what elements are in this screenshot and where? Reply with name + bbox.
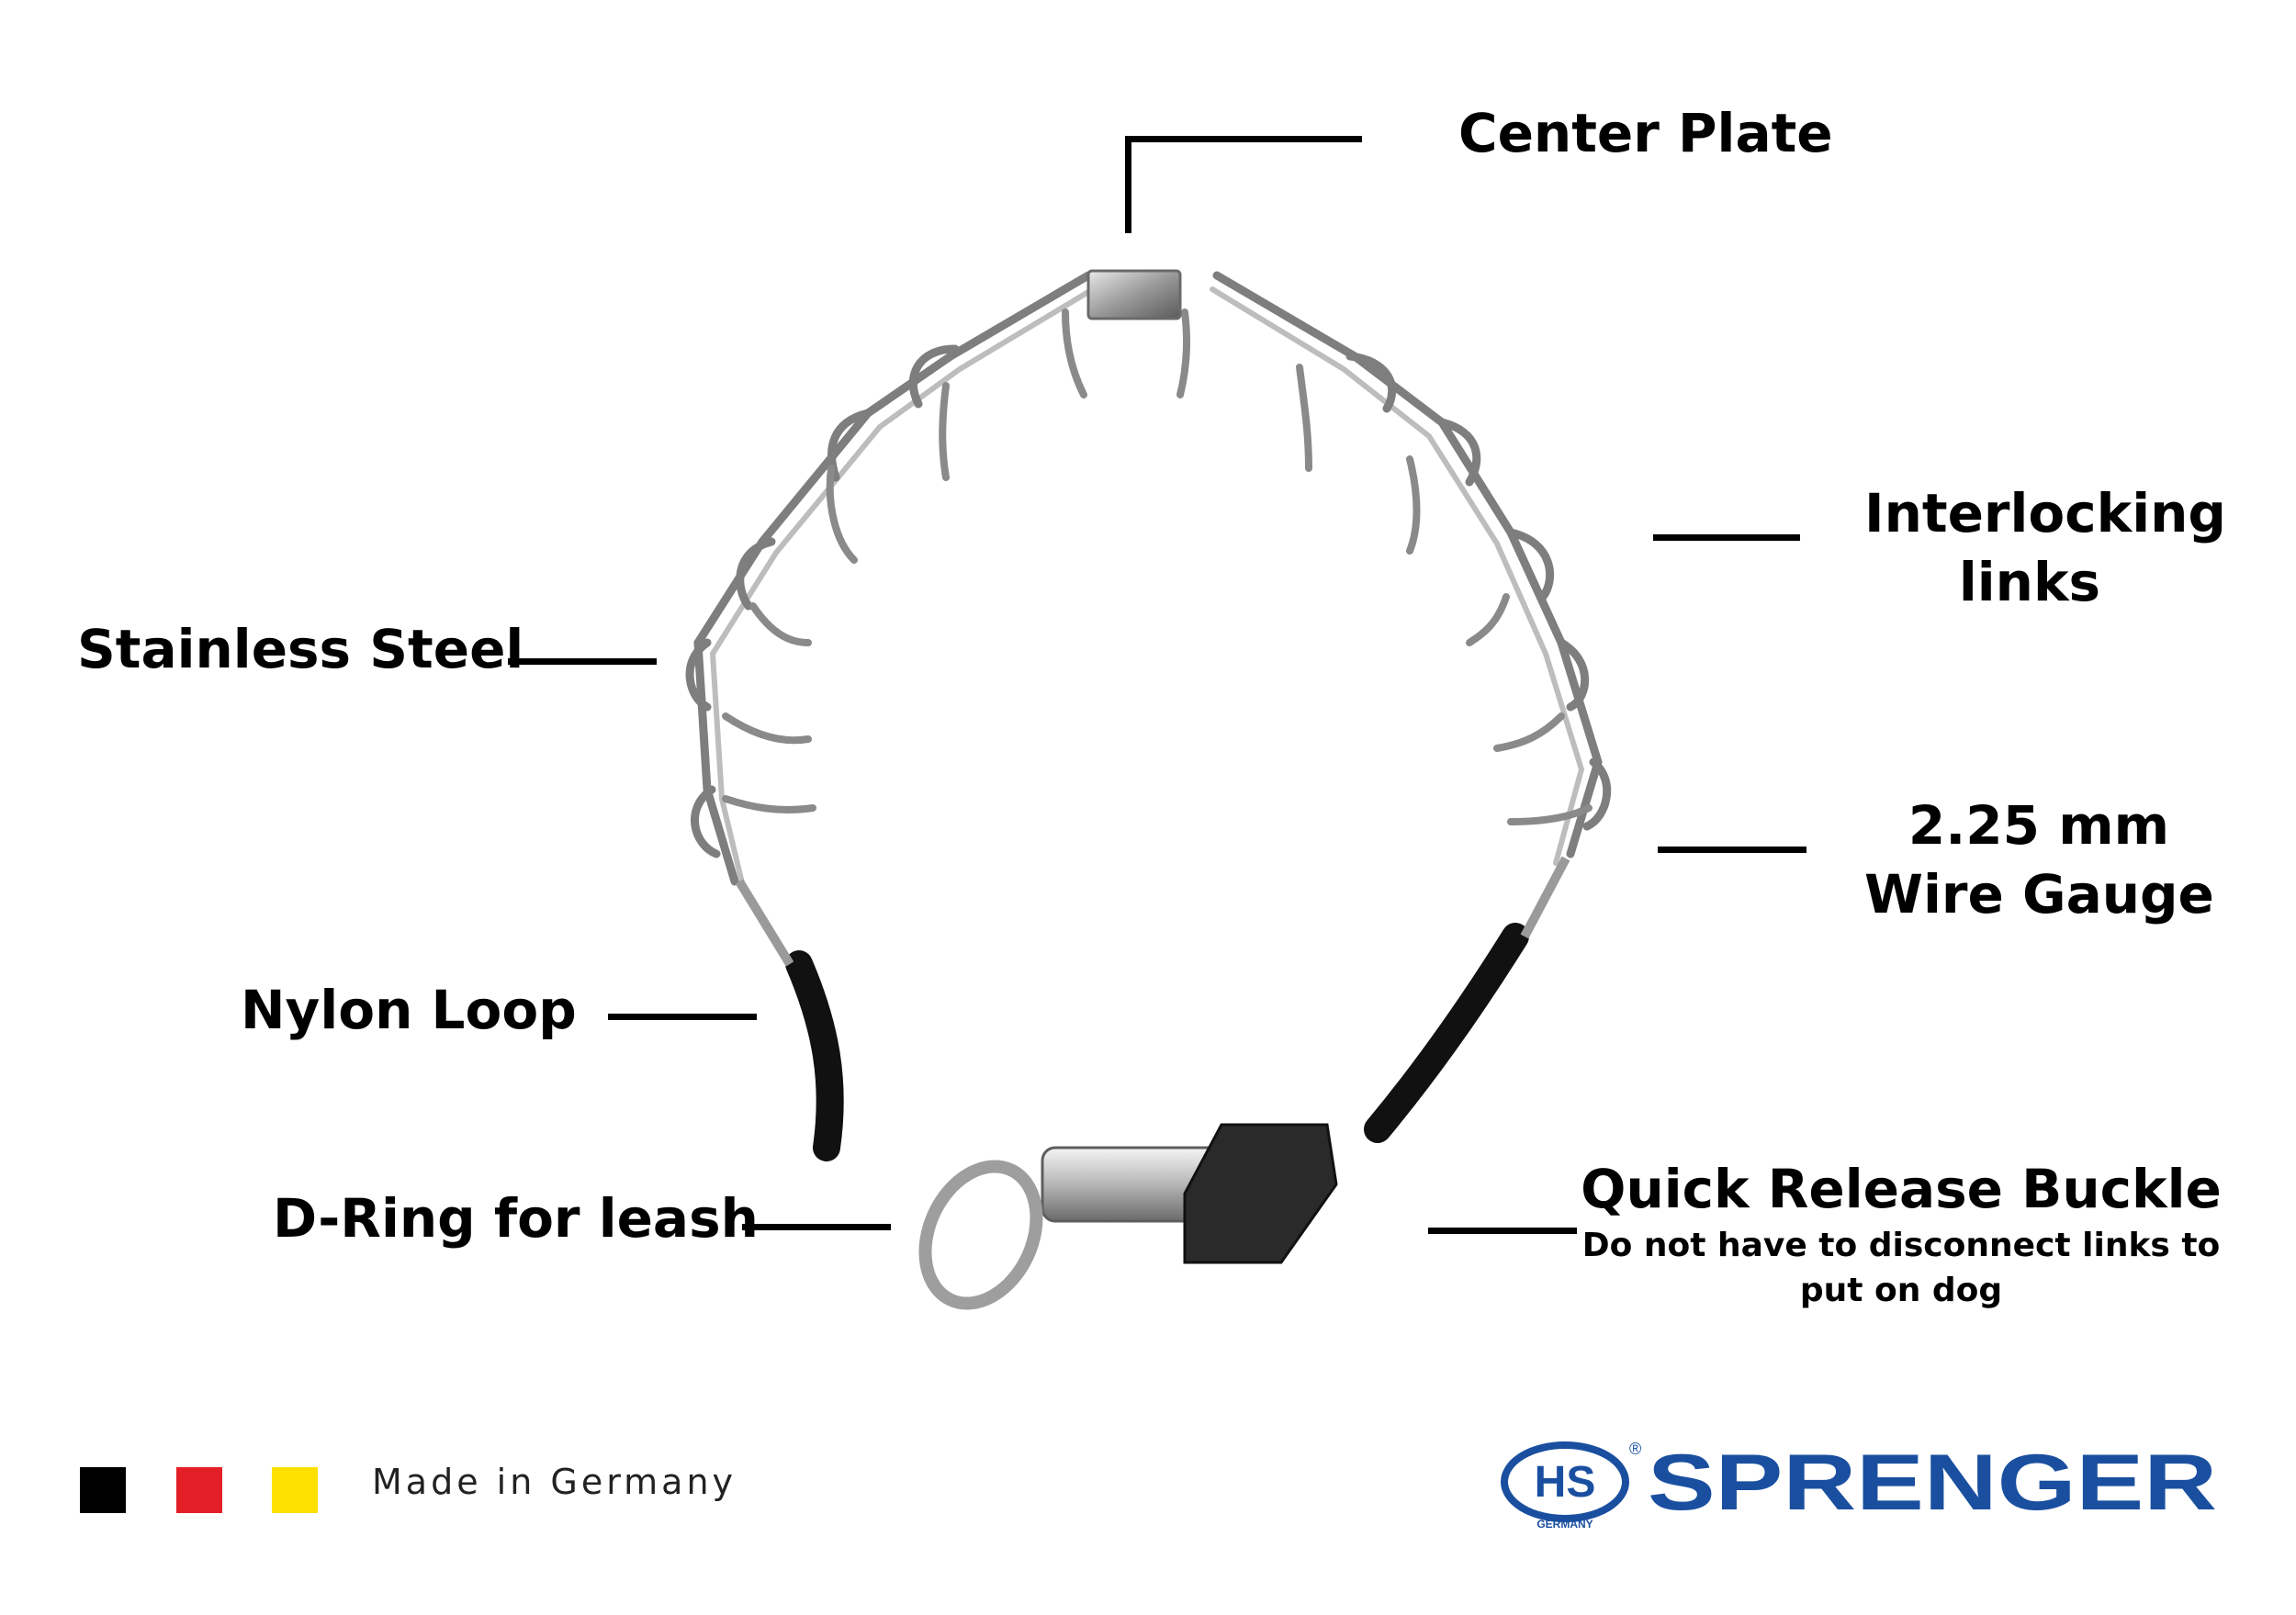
nylon-loops [785, 923, 1529, 1161]
sprenger-logo-graphic: HS GERMANY ® SPRENGER [1501, 1439, 2217, 1531]
nylon-loop-label: Nylon Loop [241, 979, 577, 1041]
sprenger-logo: HS GERMANY ® SPRENGER [1499, 1432, 2224, 1537]
wire-gauge-pointer [1658, 847, 1806, 853]
center-plate-part [1086, 269, 1182, 320]
d-ring-pointer [742, 1224, 891, 1230]
quick-release-buckle-pointer [1428, 1228, 1577, 1234]
stainless-steel-pointer [508, 658, 657, 665]
collar-links [685, 271, 1612, 893]
wire-gauge-label-line1: 2.25 mm [1908, 794, 2170, 857]
logo-badge-subtext: GERMANY [1536, 1518, 1593, 1531]
interlocking-links-pointer [1653, 534, 1800, 541]
flag-square-yellow [272, 1467, 318, 1513]
center-plate-pointer-horizontal [1125, 136, 1362, 142]
logo-badge-text: HS [1535, 1458, 1596, 1507]
side-connector-left [735, 879, 794, 967]
center-plate-label: Center Plate [1458, 102, 1833, 164]
stainless-steel-label: Stainless Steel [77, 618, 524, 680]
collar-prongs [722, 308, 1593, 825]
center-plate-pointer-vertical [1125, 136, 1131, 233]
logo-registered-mark: ® [1629, 1440, 1641, 1458]
wire-gauge-label-line2: Wire Gauge [1864, 863, 2214, 926]
interlocking-links-label-line1: Interlocking [1864, 482, 2226, 544]
nylon-loop-pointer [608, 1014, 757, 1020]
d-ring-part [918, 1160, 1043, 1310]
d-ring-label: D-Ring for leash [273, 1187, 759, 1250]
made-in-germany-text: Made in Germany [372, 1462, 737, 1502]
quick-release-buckle-title: Quick Release Buckle [1581, 1158, 2222, 1220]
side-connector-right [1520, 856, 1570, 939]
buckle-clip [1183, 1123, 1338, 1264]
interlocking-links-label: Interlocking links [1864, 479, 2226, 618]
flag-square-red [176, 1467, 222, 1513]
quick-release-buckle-label: Quick Release Buckle Do not have to disc… [1580, 1155, 2223, 1314]
interlocking-links-label-line2: links [1958, 551, 2101, 614]
wire-gauge-label: 2.25 mm Wire Gauge [1864, 791, 2214, 930]
logo-brand-name: SPRENGER [1648, 1439, 2217, 1527]
quick-release-buckle-subtitle-line1: Do not have to disconnect links to [1581, 1227, 2221, 1265]
flag-square-black [80, 1467, 126, 1513]
quick-release-buckle-subtitle-line2: put on dog [1799, 1271, 2003, 1309]
